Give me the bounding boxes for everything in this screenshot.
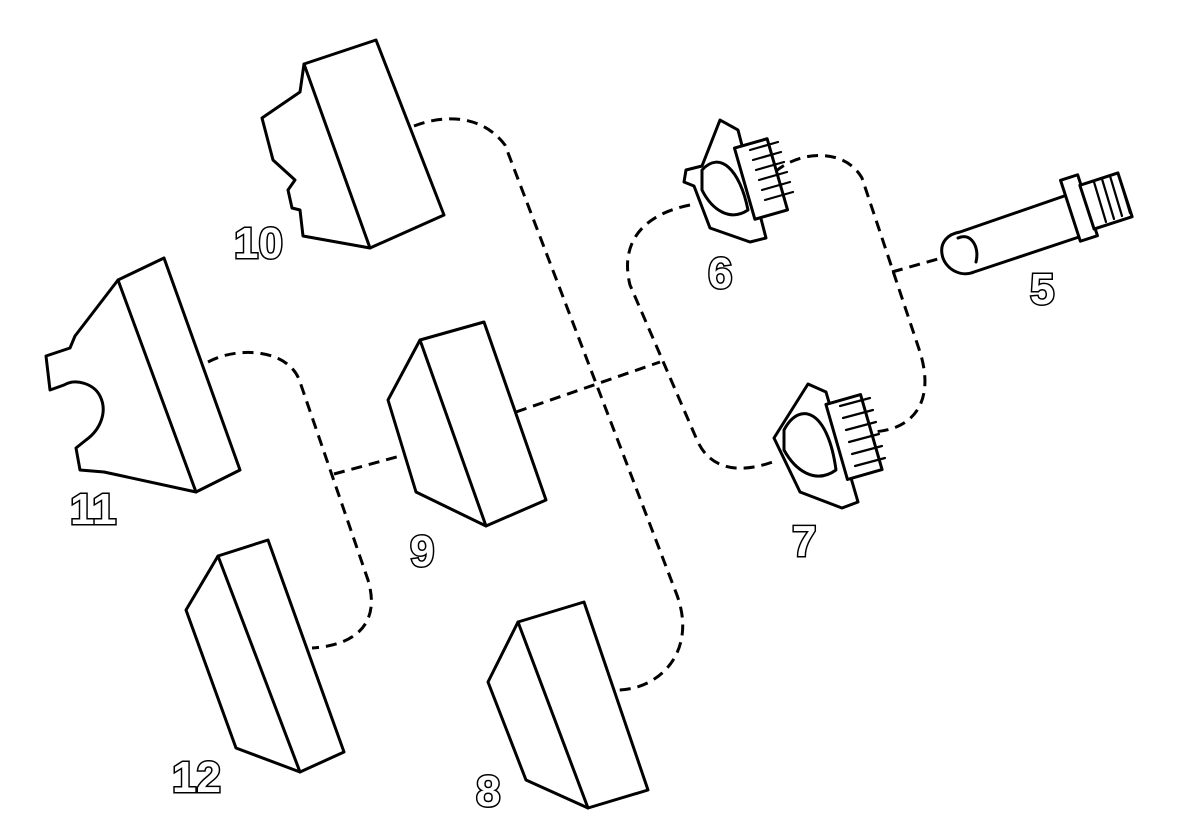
part-7-threaded-fitting [772, 382, 887, 510]
assembly-links [207, 117, 953, 692]
link-branch-to-9 [333, 453, 405, 476]
link-loop-to-5 [891, 253, 953, 274]
part-5-threaded-pin [940, 171, 1134, 276]
part-11-jaw-block [44, 256, 242, 494]
link-10-to-8 [413, 117, 685, 692]
label-part-7: 7 [792, 517, 816, 566]
reference-labels: 5 6 7 8 9 10 11 12 [69, 218, 1056, 818]
label-part-10: 10 [234, 219, 283, 268]
label-part-6: 6 [708, 249, 732, 298]
link-loop-6-7 [626, 154, 927, 470]
part-8-block [486, 600, 650, 810]
part-12-block [184, 538, 346, 774]
link-11-to-12 [207, 350, 373, 650]
part-10-jaw-block [260, 38, 446, 250]
label-part-9: 9 [410, 527, 434, 576]
label-part-11: 11 [70, 485, 117, 534]
label-part-5: 5 [1030, 265, 1054, 314]
label-part-8: 8 [476, 767, 500, 816]
part-9-block [386, 320, 548, 528]
link-9-to-loop [515, 360, 661, 414]
part-6-threaded-fitting [682, 118, 795, 244]
label-part-12: 12 [172, 753, 221, 802]
